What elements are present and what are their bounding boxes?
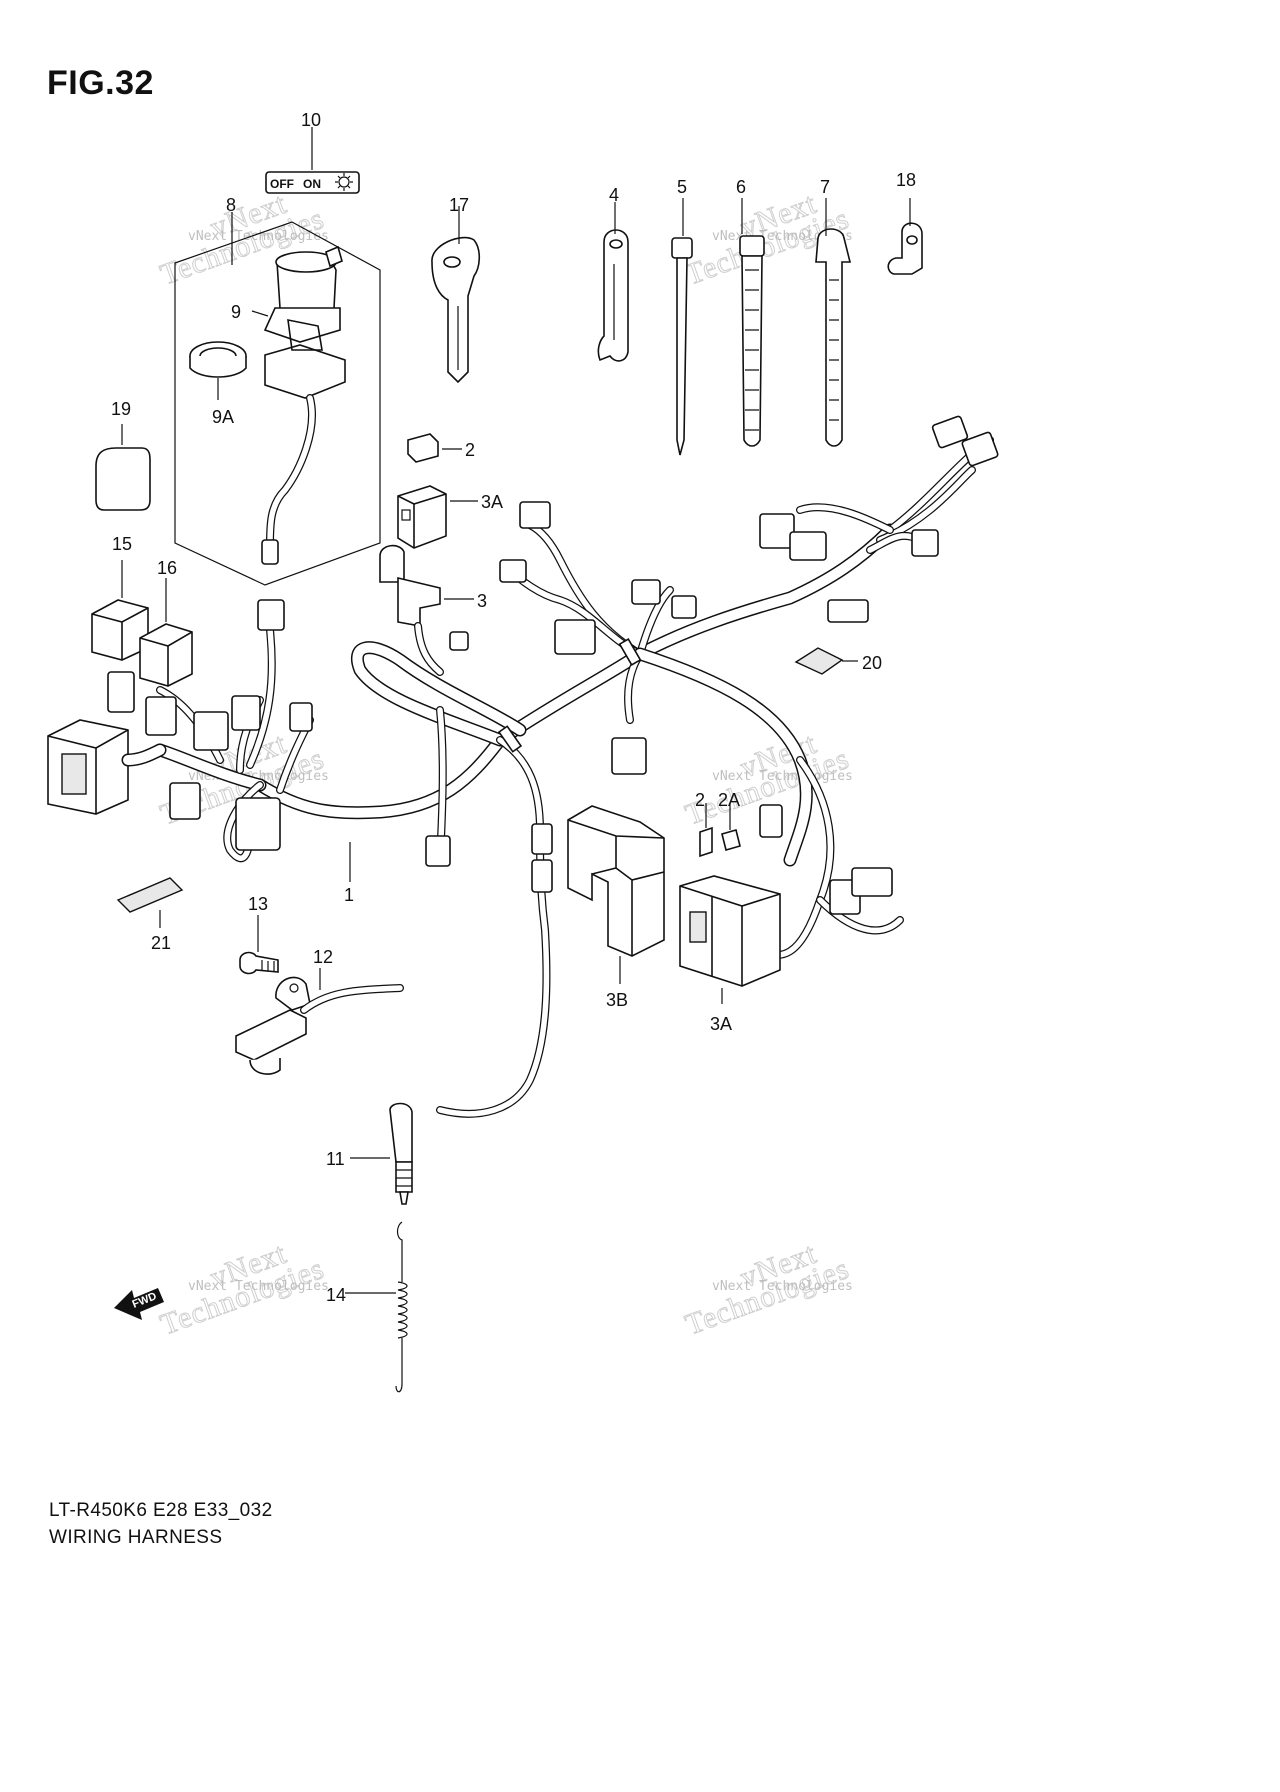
callout-9a: 9A <box>212 407 234 427</box>
svg-text:vNext Technologies: vNext Technologies <box>712 769 853 784</box>
part-14-spring <box>345 1221 408 1393</box>
callout-2a: 2A <box>718 790 740 810</box>
part-10-ignition-plate: OFF ON <box>265 127 360 194</box>
part-3a-fuse-box <box>679 875 781 1004</box>
part-20-sheet <box>794 647 858 675</box>
callout-21: 21 <box>151 933 171 953</box>
part-13-bolt <box>239 915 279 975</box>
part-16-relay <box>139 578 193 687</box>
part-7-band <box>815 198 852 447</box>
part-21-sheet <box>116 877 184 928</box>
part-4-clamp <box>597 202 629 362</box>
watermark-5: vNext Technologies vNext Technologies <box>156 1236 329 1342</box>
callout-18: 18 <box>896 170 916 190</box>
part-3b-cover <box>567 805 665 984</box>
model-code: LT-R450K6 E28 E33_032 <box>49 1500 273 1521</box>
part-2-fuse-small <box>699 803 713 858</box>
callout-16: 16 <box>157 558 177 578</box>
callout-19: 19 <box>111 399 131 419</box>
part-3a-fuse-holder-top <box>397 485 478 549</box>
part-3-fuse-holder <box>379 544 474 676</box>
callout-2-lower: 2 <box>695 790 705 810</box>
part-6-band <box>739 198 765 447</box>
light-icon <box>338 176 350 188</box>
part-8-ignition-switch-assembly <box>174 212 381 586</box>
svg-text:vNext Technologies: vNext Technologies <box>188 229 329 244</box>
part-11-sensor <box>350 1102 413 1205</box>
part-19-relay-cap <box>95 424 151 511</box>
callout-13: 13 <box>248 894 268 914</box>
part-18-clip <box>887 198 923 275</box>
part-9a-nut <box>189 341 247 400</box>
part-12-switch <box>235 968 404 1075</box>
callout-3a-top: 3A <box>481 492 503 512</box>
callout-8: 8 <box>226 195 236 215</box>
svg-text:vNext Technologies: vNext Technologies <box>712 1279 853 1294</box>
callout-4: 4 <box>609 185 619 205</box>
callout-14: 14 <box>326 1285 346 1305</box>
callout-6: 6 <box>736 177 746 197</box>
callout-9: 9 <box>231 302 241 322</box>
callout-7: 7 <box>820 177 830 197</box>
callout-15: 15 <box>112 534 132 554</box>
callout-20: 20 <box>862 653 882 673</box>
callout-11: 11 <box>326 1149 345 1169</box>
part-17-key <box>431 206 481 384</box>
figure-title: FIG.32 <box>47 64 154 102</box>
watermark-6: vNext Technologies vNext Technologies <box>681 1236 854 1342</box>
fwd-arrow-icon: FWD <box>114 1288 164 1320</box>
callout-12: 12 <box>313 947 333 967</box>
part-5-cable-tie <box>671 198 693 456</box>
callout-3: 3 <box>477 591 487 611</box>
svg-text:OFF: OFF <box>270 177 294 191</box>
svg-text:vNext Technologies: vNext Technologies <box>188 1279 329 1294</box>
part-2a-fuse-small <box>721 803 741 851</box>
svg-text:ON: ON <box>303 177 321 191</box>
callout-10: 10 <box>301 110 321 130</box>
callout-17: 17 <box>449 195 469 215</box>
callout-3a-bottom: 3A <box>710 1014 732 1034</box>
part-1-main-harness <box>47 415 999 1118</box>
part-15-relay <box>91 560 149 661</box>
callout-2: 2 <box>465 440 475 460</box>
figure-caption: WIRING HARNESS <box>49 1527 223 1548</box>
callout-1: 1 <box>344 885 354 905</box>
callout-3b: 3B <box>606 990 628 1010</box>
part-2-fuse <box>407 433 462 463</box>
callout-5: 5 <box>677 177 687 197</box>
